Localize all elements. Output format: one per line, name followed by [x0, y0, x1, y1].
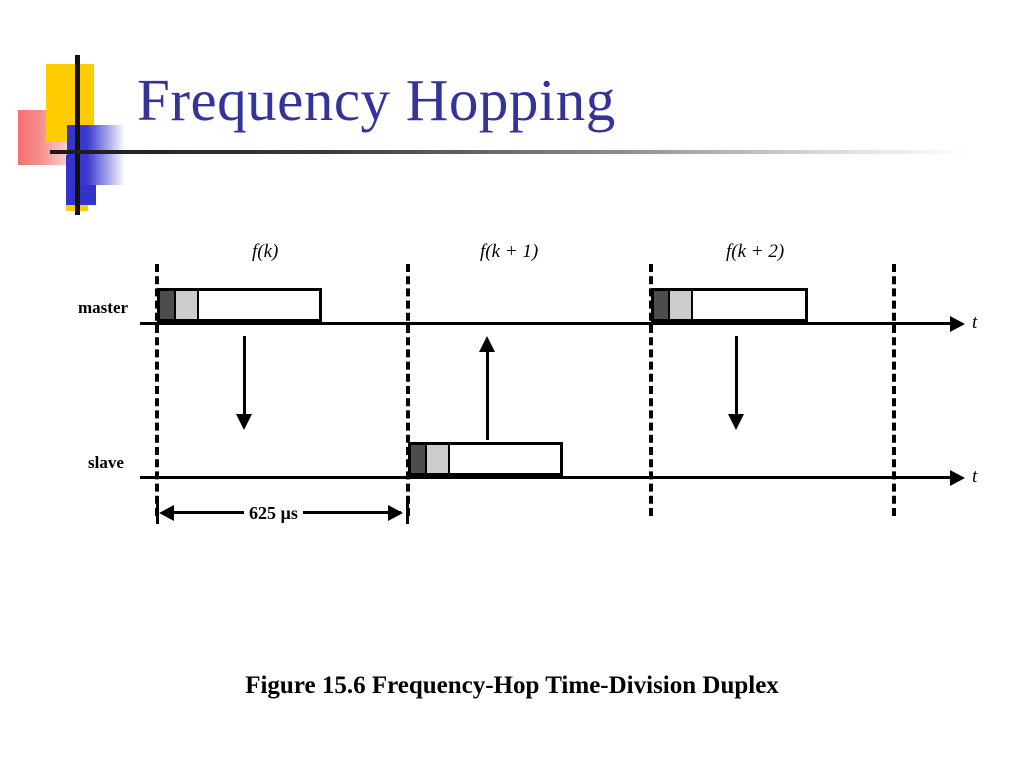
row-label-slave: slave [88, 453, 124, 472]
packet-header-dark-segment [411, 445, 427, 473]
master-axis-arrowhead-icon [950, 316, 965, 332]
transfer-arrow-1-shaft [243, 336, 246, 418]
slave-time-axis [140, 476, 955, 479]
packet-slave-fk1 [408, 442, 563, 476]
packet-payload-segment [693, 291, 805, 319]
packet-header-dark-segment [160, 291, 176, 319]
packet-header-light-segment [670, 291, 693, 319]
packet-header-light-segment [176, 291, 199, 319]
packet-payload-segment [450, 445, 560, 473]
packet-payload-segment [199, 291, 319, 319]
logo-vertical-line [75, 55, 80, 215]
transfer-arrow-1-head-down-icon [236, 414, 252, 430]
master-axis-t-label: t [972, 312, 978, 333]
frequency-label-fk2: f(k + 2) [726, 241, 785, 262]
transfer-arrow-2-head-up-icon [479, 336, 495, 352]
frequency-label-fk: f(k) [252, 241, 279, 262]
slot-boundary-3 [649, 264, 653, 516]
dimension-tick-right [406, 502, 409, 524]
packet-master-fk [157, 288, 322, 322]
master-time-axis [140, 322, 955, 325]
slot-boundary-2 [406, 264, 410, 516]
title-underline-rule [50, 150, 970, 154]
transfer-arrow-2-shaft [486, 352, 489, 440]
decorative-logo [18, 55, 148, 215]
dimension-arrowhead-right-icon [388, 505, 403, 521]
transfer-arrow-3-shaft [735, 336, 738, 418]
slot-boundary-4 [892, 264, 896, 516]
frequency-label-fk1: f(k + 1) [480, 241, 539, 262]
dimension-arrowhead-left-icon [159, 505, 174, 521]
packet-header-dark-segment [654, 291, 670, 319]
slave-axis-t-label: t [972, 466, 978, 487]
figure-caption: Figure 15.6 Frequency-Hop Time-Division … [245, 672, 779, 699]
slide-header: Frequency Hopping [0, 0, 1024, 215]
dimension-tick-left [156, 502, 159, 524]
packet-header-light-segment [427, 445, 450, 473]
slot-boundary-1 [155, 264, 159, 516]
row-label-master: master [78, 298, 129, 317]
transfer-arrow-3-head-down-icon [728, 414, 744, 430]
dimension-label-625us: 625 µs [244, 503, 303, 524]
slave-axis-arrowhead-icon [950, 470, 965, 486]
packet-master-fk2 [651, 288, 808, 322]
page-title: Frequency Hopping [137, 67, 616, 133]
